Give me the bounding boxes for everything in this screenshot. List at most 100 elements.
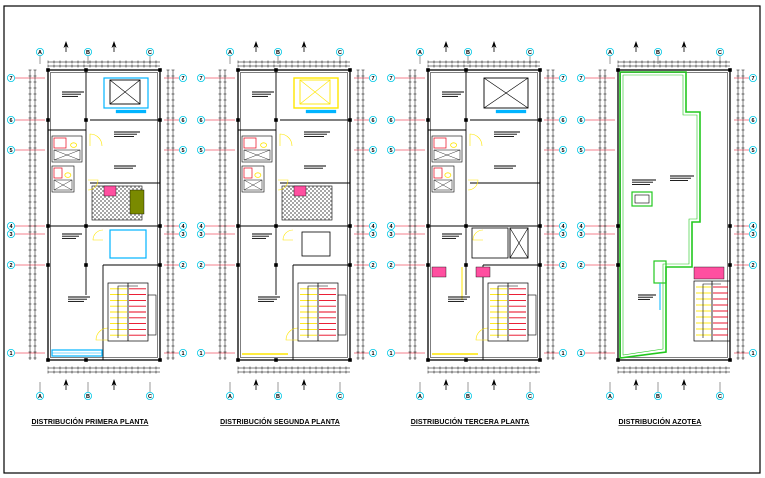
door-swing: [89, 133, 103, 147]
sink-fixture: [243, 167, 253, 179]
axis-bubble-2-right: 2: [749, 260, 758, 269]
axis-bubble-6-right: 6: [368, 116, 377, 125]
axis-bubble-label: 3: [9, 232, 12, 238]
axis-bubble-label: 1: [9, 351, 12, 357]
north-arrow-shape: [63, 379, 69, 386]
kitchen-fixture: [293, 185, 307, 197]
axis-bubble-4-right: 4: [559, 221, 568, 230]
structural-column: [158, 224, 162, 228]
axis-bubble-circle: [7, 74, 15, 83]
axis-bubble-label: A: [418, 50, 422, 56]
sink-fixture: [433, 137, 447, 149]
axis-bubble-label: A: [608, 50, 612, 56]
axis-bubble-label: C: [338, 50, 342, 56]
axis-bubble-c-bottom: C: [526, 391, 535, 400]
axis-bubble-label: 6: [181, 118, 184, 124]
structural-column: [538, 118, 542, 122]
axis-bubble-circle: [145, 391, 154, 400]
hatch-line: [323, 185, 333, 195]
axis-bubble-circle: [559, 348, 568, 357]
axis-bubble-circle: [196, 116, 205, 125]
plan-title-tercera: DISTRIBUCIÓN TERCERA PLANTA: [411, 417, 530, 426]
structural-column: [426, 118, 430, 122]
axis-bubble-label: 4: [199, 224, 203, 230]
north-arrow-shape: [633, 41, 639, 48]
hatch-line: [319, 207, 333, 221]
axis-bubble-1-left: 1: [7, 348, 15, 357]
hatch-line: [307, 195, 333, 221]
structural-column: [236, 68, 240, 72]
axis-bubble-5-left: 5: [386, 145, 395, 154]
axis-bubble-label: A: [38, 50, 42, 56]
patio-planter: [129, 189, 145, 215]
axis-bubble-5-left: 5: [7, 145, 15, 154]
hatch-line: [281, 185, 291, 195]
axis-bubble-label: A: [608, 394, 612, 400]
axis-bubble-circle: [178, 229, 187, 238]
north-arrow-icon: [301, 41, 307, 52]
axis-bubble-b-top: B: [273, 48, 282, 57]
toilet-fixture: [444, 172, 452, 178]
floor-hatch: [281, 185, 333, 221]
staircase: [487, 282, 529, 342]
hatch-line: [287, 185, 323, 221]
axis-bubble-c-bottom: C: [145, 391, 154, 400]
axis-bubble-circle: [368, 229, 377, 238]
north-arrow-shape: [681, 41, 687, 48]
axis-bubble-label: 2: [371, 263, 374, 269]
hatch-line: [137, 185, 143, 191]
structural-column: [158, 118, 162, 122]
axis-bubble-label: 3: [561, 232, 564, 238]
axis-bubble-3-right: 3: [368, 229, 377, 238]
axis-bubble-label: 6: [751, 118, 754, 124]
exterior-wall-inner: [50, 72, 158, 358]
shower-diagonal: [243, 179, 263, 191]
shower-diagonal: [53, 149, 81, 161]
north-arrow-icon: [681, 41, 687, 52]
axis-bubble-label: A: [38, 394, 42, 400]
structural-column: [728, 224, 732, 228]
axis-bubble-circle: [749, 260, 758, 269]
door-swing: [285, 327, 299, 341]
door-swing: [282, 229, 294, 241]
axis-bubble-label: A: [228, 394, 232, 400]
structural-column: [616, 68, 620, 72]
void-outline: [509, 227, 529, 259]
axis-bubble-3-left: 3: [386, 229, 395, 238]
structural-column: [274, 118, 278, 122]
axis-bubble-circle: [606, 48, 615, 57]
hatch-line: [327, 185, 333, 191]
axis-bubble-3-left: 3: [577, 229, 586, 238]
hatch-line: [91, 187, 125, 221]
axis-bubble-3-right: 3: [178, 229, 187, 238]
structural-column: [538, 263, 542, 267]
axis-bubble-5-right: 5: [178, 145, 187, 154]
north-arrow-shape: [633, 379, 639, 386]
axis-bubble-circle: [749, 221, 758, 230]
structural-column: [236, 358, 240, 362]
axis-bubble-5-right: 5: [559, 145, 568, 154]
axis-bubble-2-left: 2: [196, 260, 205, 269]
sheet-border: [3, 5, 761, 474]
door-swing: [95, 327, 109, 341]
hatch-line: [311, 199, 333, 221]
parapet-outline: [619, 71, 701, 359]
shower-tray: [53, 149, 81, 161]
void-outline: [109, 79, 141, 105]
axis-bubble-circle: [386, 221, 395, 230]
axis-bubble-label: 5: [199, 148, 202, 154]
axis-bubble-circle: [273, 48, 282, 57]
axis-bubble-a-top: A: [225, 48, 234, 57]
axis-bubble-label: 3: [199, 232, 202, 238]
axis-bubble-2-left: 2: [386, 260, 395, 269]
north-arrow-icon: [111, 379, 117, 390]
hatch-line: [281, 185, 315, 219]
north-arrow-shape: [63, 41, 69, 48]
axis-bubble-label: 7: [371, 76, 374, 82]
structural-column: [274, 224, 278, 228]
axis-bubble-c-top: C: [335, 48, 344, 57]
axis-bubble-label: C: [148, 394, 152, 400]
hatch-line: [91, 211, 101, 221]
